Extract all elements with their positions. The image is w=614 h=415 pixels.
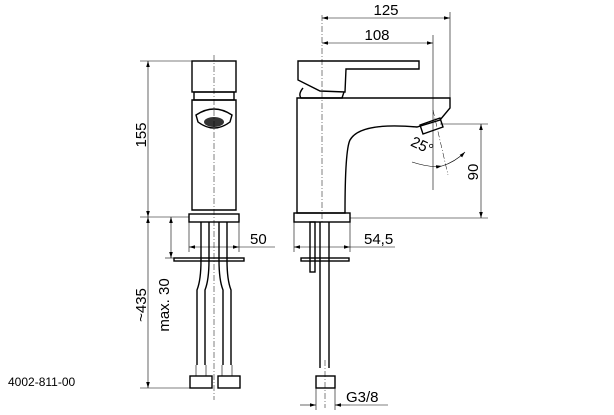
side-view: 125 108 90 25° 54,5 G3/8 xyxy=(293,2,488,410)
hose-left xyxy=(196,222,210,365)
front-view: 155 ~435 max. 30 50 xyxy=(133,55,275,400)
dim-hose-435: ~435 xyxy=(133,288,150,322)
front-handle-cap xyxy=(191,60,237,93)
dim-max-30: max. 30 xyxy=(156,278,173,331)
hose-right xyxy=(218,222,232,365)
nut-left xyxy=(189,375,213,389)
side-hose xyxy=(319,222,330,368)
side-lever xyxy=(297,60,420,93)
nut-right xyxy=(217,375,241,389)
side-mounting-plate xyxy=(300,257,350,262)
aerator-housing xyxy=(195,108,233,129)
dim-reach-108: 108 xyxy=(364,27,389,44)
side-nut xyxy=(315,375,336,389)
part-number: 4002-811-00 xyxy=(8,375,75,389)
front-body xyxy=(191,99,237,211)
dim-reach-125: 125 xyxy=(373,2,398,19)
dim-thread-g3-8: G3/8 xyxy=(346,389,379,406)
dim-spout-90: 90 xyxy=(465,164,482,181)
dim-width-50: 50 xyxy=(250,231,267,248)
dim-angle-25: 25° xyxy=(408,133,436,158)
side-body xyxy=(296,97,451,214)
spout-aerator xyxy=(419,117,444,135)
dim-height-155: 155 xyxy=(133,122,150,147)
dim-depth-54-5: 54,5 xyxy=(364,231,393,248)
